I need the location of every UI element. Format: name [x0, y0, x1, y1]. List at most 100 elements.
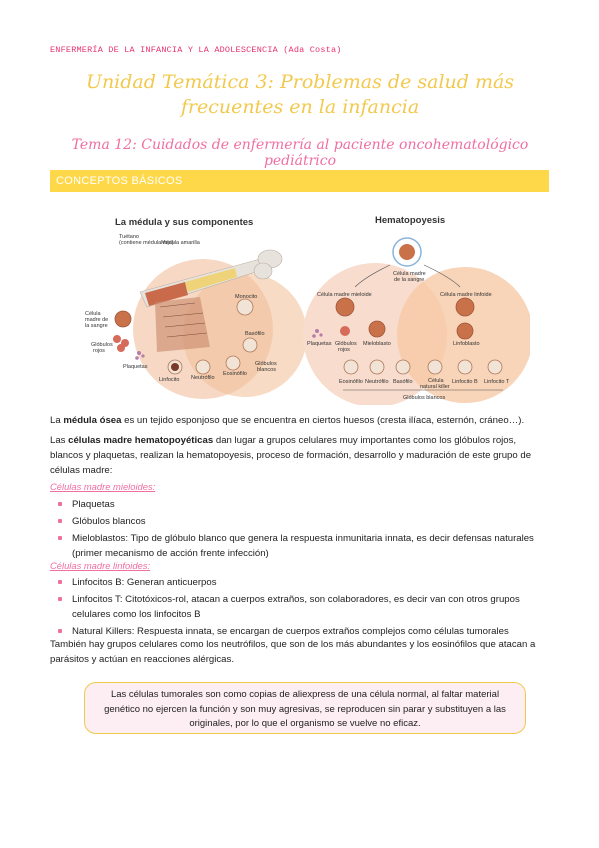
label-globulos-blancos: Glóbulos [255, 361, 277, 367]
list-item-text: Natural Killers: Respuesta innata, se en… [72, 626, 509, 637]
red-cells-right-icon [340, 326, 350, 336]
label-r-nk: Célula [428, 378, 445, 384]
bullet-icon [58, 580, 62, 584]
neutrophil-right-icon [369, 359, 385, 375]
stem-cell-icon [114, 310, 132, 328]
bone-illustration [139, 249, 283, 308]
figure-illustration: La médula y sus componentes Tuétano (con… [85, 215, 533, 407]
label-r-linfoblasto: Linfoblasto [453, 341, 480, 347]
label-celula-madre-3: la sangre [85, 323, 108, 329]
list-item-text: Plaquetas [72, 499, 115, 510]
myeloid-cell-icon [335, 297, 355, 317]
label-r-basofilo: Basófilo [393, 379, 413, 385]
eosinophil-icon [225, 355, 241, 371]
right-figure-title: Hematopoyesis [375, 215, 445, 226]
label-r-linfocito-t: Linfocito T [484, 379, 510, 385]
platelets-icon [135, 351, 145, 360]
t-lymphocyte-icon [487, 359, 503, 375]
label-r-neutrofilo: Neutrófilo [365, 379, 389, 385]
label-r-linfocito-b: Linfocito B [452, 379, 478, 385]
p2-pre: Las [50, 435, 69, 446]
label-r-mieloblasto: Mieloblasto [363, 341, 391, 347]
label-tuetano-sub: (contiene médula roja) [119, 240, 174, 246]
red-cell-icon [117, 344, 125, 352]
monocyte-icon [236, 298, 254, 316]
list-item-text: Mieloblastos: Tipo de glóbulo blanco que… [72, 533, 534, 559]
label-celula-madre-2: madre de [85, 317, 108, 323]
label-r-globulos-blancos: Glóbulos blancos [403, 395, 445, 401]
left-bg-circle-2 [183, 273, 307, 397]
p1-post: es un tejido esponjoso que se encuentra … [121, 415, 525, 426]
p2-post: dan lugar a grupos celulares muy importa… [50, 435, 532, 476]
bone-marrow-figure: La médula y sus componentes Tuétano (con… [85, 207, 533, 407]
red-cell-icon [113, 335, 121, 343]
label-r-eosinofilo: Eosinófilo [339, 379, 363, 385]
list-item-text: Linfocitos B: Generan anticuerpos [72, 577, 217, 588]
label-r-mieloide: Célula madre mieloide [317, 292, 372, 298]
list-item: Glóbulos blancos [58, 514, 550, 529]
p2-bold: células madre hematopoyéticas [68, 435, 214, 446]
mieloides-list: Plaquetas Glóbulos blancos Mieloblastos:… [58, 497, 550, 563]
paragraph-neutrofilos: También hay grupos celulares como los ne… [50, 639, 536, 665]
label-r-globulos-rojos: Glóbulos [335, 341, 357, 347]
label-globulos-rojos-2: rojos [93, 348, 105, 354]
linfoides-heading: Células madre linfoides: [50, 560, 151, 571]
bullet-icon [58, 597, 62, 601]
unit-title: Unidad Temática 3: Problemas de salud má… [85, 71, 515, 118]
list-item: Linfocitos T: Citotóxicos-rol, atacan a … [58, 592, 550, 622]
label-plaquetas: Plaquetas [123, 364, 148, 370]
spongy-tissue [155, 297, 210, 352]
label-r-globulos-rojos-2: rojos [338, 347, 350, 353]
note-text: Las células tumorales son como copias de… [104, 689, 506, 729]
label-r-celula-madre-2: de la sangre [394, 277, 424, 283]
list-item: Mieloblastos: Tipo de glóbulo blanco que… [58, 531, 550, 561]
label-basofilo: Basófilo [245, 331, 265, 337]
section-label: CONCEPTOS BÁSICOS [56, 175, 183, 187]
label-eosinofilo: Eosinófilo [223, 371, 247, 377]
list-item: Linfocitos B: Generan anticuerpos [58, 575, 550, 590]
p1-pre: La [50, 415, 64, 426]
b-lymphocyte-icon [457, 359, 473, 375]
label-r-plaquetas: Plaquetas [307, 341, 332, 347]
hsc-nucleus [399, 244, 415, 260]
label-medula-amarilla: Médula amarilla [161, 240, 201, 246]
label-linfocito: Linfocito [159, 377, 180, 383]
list-item-text: Glóbulos blancos [72, 516, 146, 527]
arrow-to-lymphoid [423, 264, 461, 288]
topic-title: Tema 12: Cuidados de enfermería al pacie… [71, 137, 529, 169]
label-r-linfoide: Célula madre linfoide [440, 292, 492, 298]
platelets-right-icon [312, 329, 323, 338]
eosinophil-right-icon [343, 359, 359, 375]
lymphoblast-icon [456, 322, 474, 340]
arrow-to-myeloid [354, 264, 391, 288]
label-celula-madre: Célula [85, 311, 102, 317]
label-globulos-rojos: Glóbulos [91, 342, 113, 348]
basophil-right-icon [395, 359, 411, 375]
bullet-icon [58, 536, 62, 540]
lymphoid-cell-icon [455, 297, 475, 317]
linfoides-list: Linfocitos B: Generan anticuerpos Linfoc… [58, 575, 550, 641]
label-tuetano: Tuétano [119, 234, 139, 240]
section-bar: CONCEPTOS BÁSICOS [50, 170, 549, 192]
basophil-icon [242, 337, 258, 353]
left-figure-title: La médula y sus componentes [115, 217, 253, 228]
mieloides-heading: Células madre mieloides: [50, 481, 156, 492]
label-r-nk-2: natural killer [420, 384, 450, 390]
label-r-celula-madre: Célula madre [393, 271, 426, 277]
nk-cell-icon [427, 359, 443, 375]
label-monocito: Monocito [235, 294, 257, 300]
list-item-text: Linfocitos T: Citotóxicos-rol, atacan a … [72, 594, 520, 620]
course-header: ENFERMERÍA DE LA INFANCIA Y LA ADOLESCEN… [50, 45, 342, 55]
myeloblast-icon [368, 320, 386, 338]
p1-bold: médula ósea [63, 415, 122, 426]
neutrophil-icon [195, 359, 211, 375]
bullet-icon [58, 502, 62, 506]
bullet-icon [58, 629, 62, 633]
label-neutrofilo: Neutrófilo [191, 375, 215, 381]
lymphocyte-nucleus [171, 363, 179, 371]
label-globulos-blancos-2: blancos [257, 367, 276, 373]
list-item: Natural Killers: Respuesta innata, se en… [58, 624, 550, 639]
bullet-icon [58, 519, 62, 523]
note-box: Las células tumorales son como copias de… [84, 682, 526, 734]
paragraph-celulas-madre: Las células madre hematopoyéticas dan lu… [50, 433, 550, 478]
